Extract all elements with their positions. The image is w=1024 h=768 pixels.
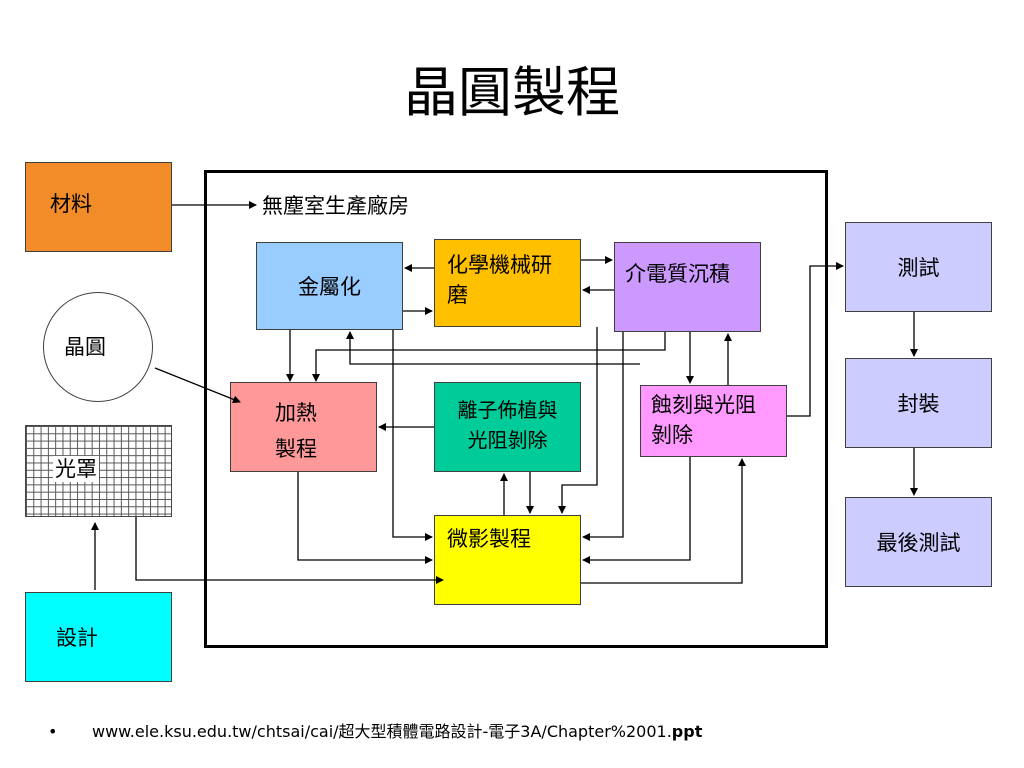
test-label: 測試	[897, 256, 940, 280]
packaging-label: 封裝	[897, 392, 940, 416]
lithography-box: 微影製程	[434, 515, 581, 605]
implant-label: 離子佈植與光阻剝除	[457, 398, 558, 452]
test-box: 測試	[845, 222, 992, 312]
cleanroom-frame	[204, 170, 828, 648]
cmp-box: 化學機械研磨	[434, 239, 581, 327]
design-box: 設計	[25, 592, 172, 682]
source-footer: • www.ele.ksu.edu.tw/chtsai/cai/超大型積體電路設計…	[48, 718, 702, 742]
packaging-box: 封裝	[845, 358, 992, 448]
arrow-thermal-lithography	[297, 472, 433, 564]
source-ext[interactable]: ppt	[671, 722, 703, 741]
cleanroom-label: 無塵室生產廠房	[262, 194, 409, 218]
thermal-box: 加熱製程	[230, 382, 377, 472]
thermal-label: 加熱製程	[275, 401, 317, 461]
arrow-mask-lithography	[135, 517, 444, 584]
material-label: 材料	[50, 192, 92, 216]
arrow-dielectric-lithography	[582, 332, 624, 541]
material-box: 材料	[25, 162, 172, 252]
arrow-dielectric-thermal	[312, 332, 666, 382]
arrow-wafer-thermal	[154, 367, 241, 404]
arrow-cmp-lithography	[558, 327, 598, 514]
lithography-label: 微影製程	[447, 527, 531, 551]
wafer-circle: 晶圓	[43, 292, 153, 402]
final-test-label: 最後測試	[876, 531, 961, 555]
cmp-label: 化學機械研磨	[447, 253, 552, 307]
page-title: 晶圓製程	[404, 61, 620, 124]
arrow-etch-lithography	[582, 457, 691, 564]
final-test-box: 最後測試	[845, 497, 992, 587]
metallization-label: 金屬化	[298, 275, 361, 299]
mask-label: 光罩	[53, 456, 99, 482]
implant-box: 離子佈植與光阻剝除	[434, 382, 581, 472]
etch-label: 蝕刻與光阻剝除	[651, 393, 756, 447]
source-url[interactable]: www.ele.ksu.edu.tw/chtsai/cai/超大型積體電路設計-…	[92, 722, 672, 741]
wafer-label: 晶圓	[64, 335, 106, 359]
etch-box: 蝕刻與光阻剝除	[640, 385, 787, 457]
arrow-lithography-etch	[581, 458, 746, 584]
arrow-metallization-lithography	[392, 330, 433, 541]
arrow-etch-test	[787, 262, 844, 417]
dielectric-label: 介電質沉積	[625, 262, 730, 286]
dielectric-box: 介電質沉積	[614, 242, 761, 332]
design-label: 設計	[56, 626, 98, 650]
metallization-box: 金屬化	[256, 242, 403, 330]
arrow-etch-metallization	[346, 331, 640, 365]
bullet: •	[48, 722, 58, 741]
